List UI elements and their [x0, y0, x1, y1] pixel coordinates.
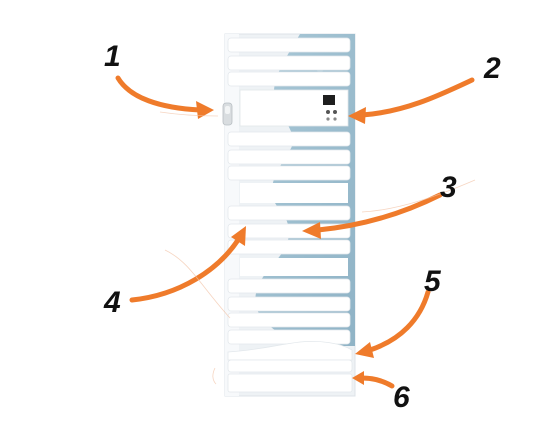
callout-label-6: 6 — [393, 381, 410, 414]
callout-label-2: 2 — [483, 52, 501, 85]
arrow-6 — [359, 375, 395, 389]
callout-label-4: 4 — [103, 286, 121, 319]
top-rail-slots — [275, 43, 348, 81]
arrow-5 — [367, 289, 431, 353]
control-display — [323, 95, 335, 105]
bottom-base — [227, 359, 353, 393]
control-button — [326, 117, 330, 121]
bottom-wave — [227, 341, 353, 361]
arrow-2 — [359, 77, 475, 118]
lower-rail-slots — [258, 284, 348, 339]
middle-rail-slots-upper — [278, 137, 348, 175]
arrow-1 — [115, 75, 203, 113]
radiator — [222, 33, 356, 397]
gap-panel-2 — [240, 258, 348, 276]
control-unit — [239, 89, 349, 127]
arrowhead-5 — [355, 342, 374, 358]
arrow-3 — [315, 192, 443, 233]
gap-panel — [240, 183, 348, 203]
control-button — [333, 110, 337, 114]
callout-label-3: 3 — [440, 171, 457, 204]
arrowhead-2 — [348, 107, 366, 124]
motion-streaks — [159, 111, 476, 385]
control-button — [333, 117, 337, 121]
callout-arrows — [115, 75, 475, 389]
callout-label-1: 1 — [104, 40, 121, 73]
arrow-heads — [196, 101, 374, 385]
arrowhead-4 — [231, 226, 246, 246]
arrowhead-6 — [352, 371, 364, 385]
callout-label-5: 5 — [424, 265, 442, 298]
arrowhead-3 — [302, 222, 321, 239]
arrow-4 — [129, 237, 241, 303]
arrowhead-1 — [196, 101, 214, 119]
control-button — [326, 110, 330, 114]
side-switch — [222, 102, 233, 126]
